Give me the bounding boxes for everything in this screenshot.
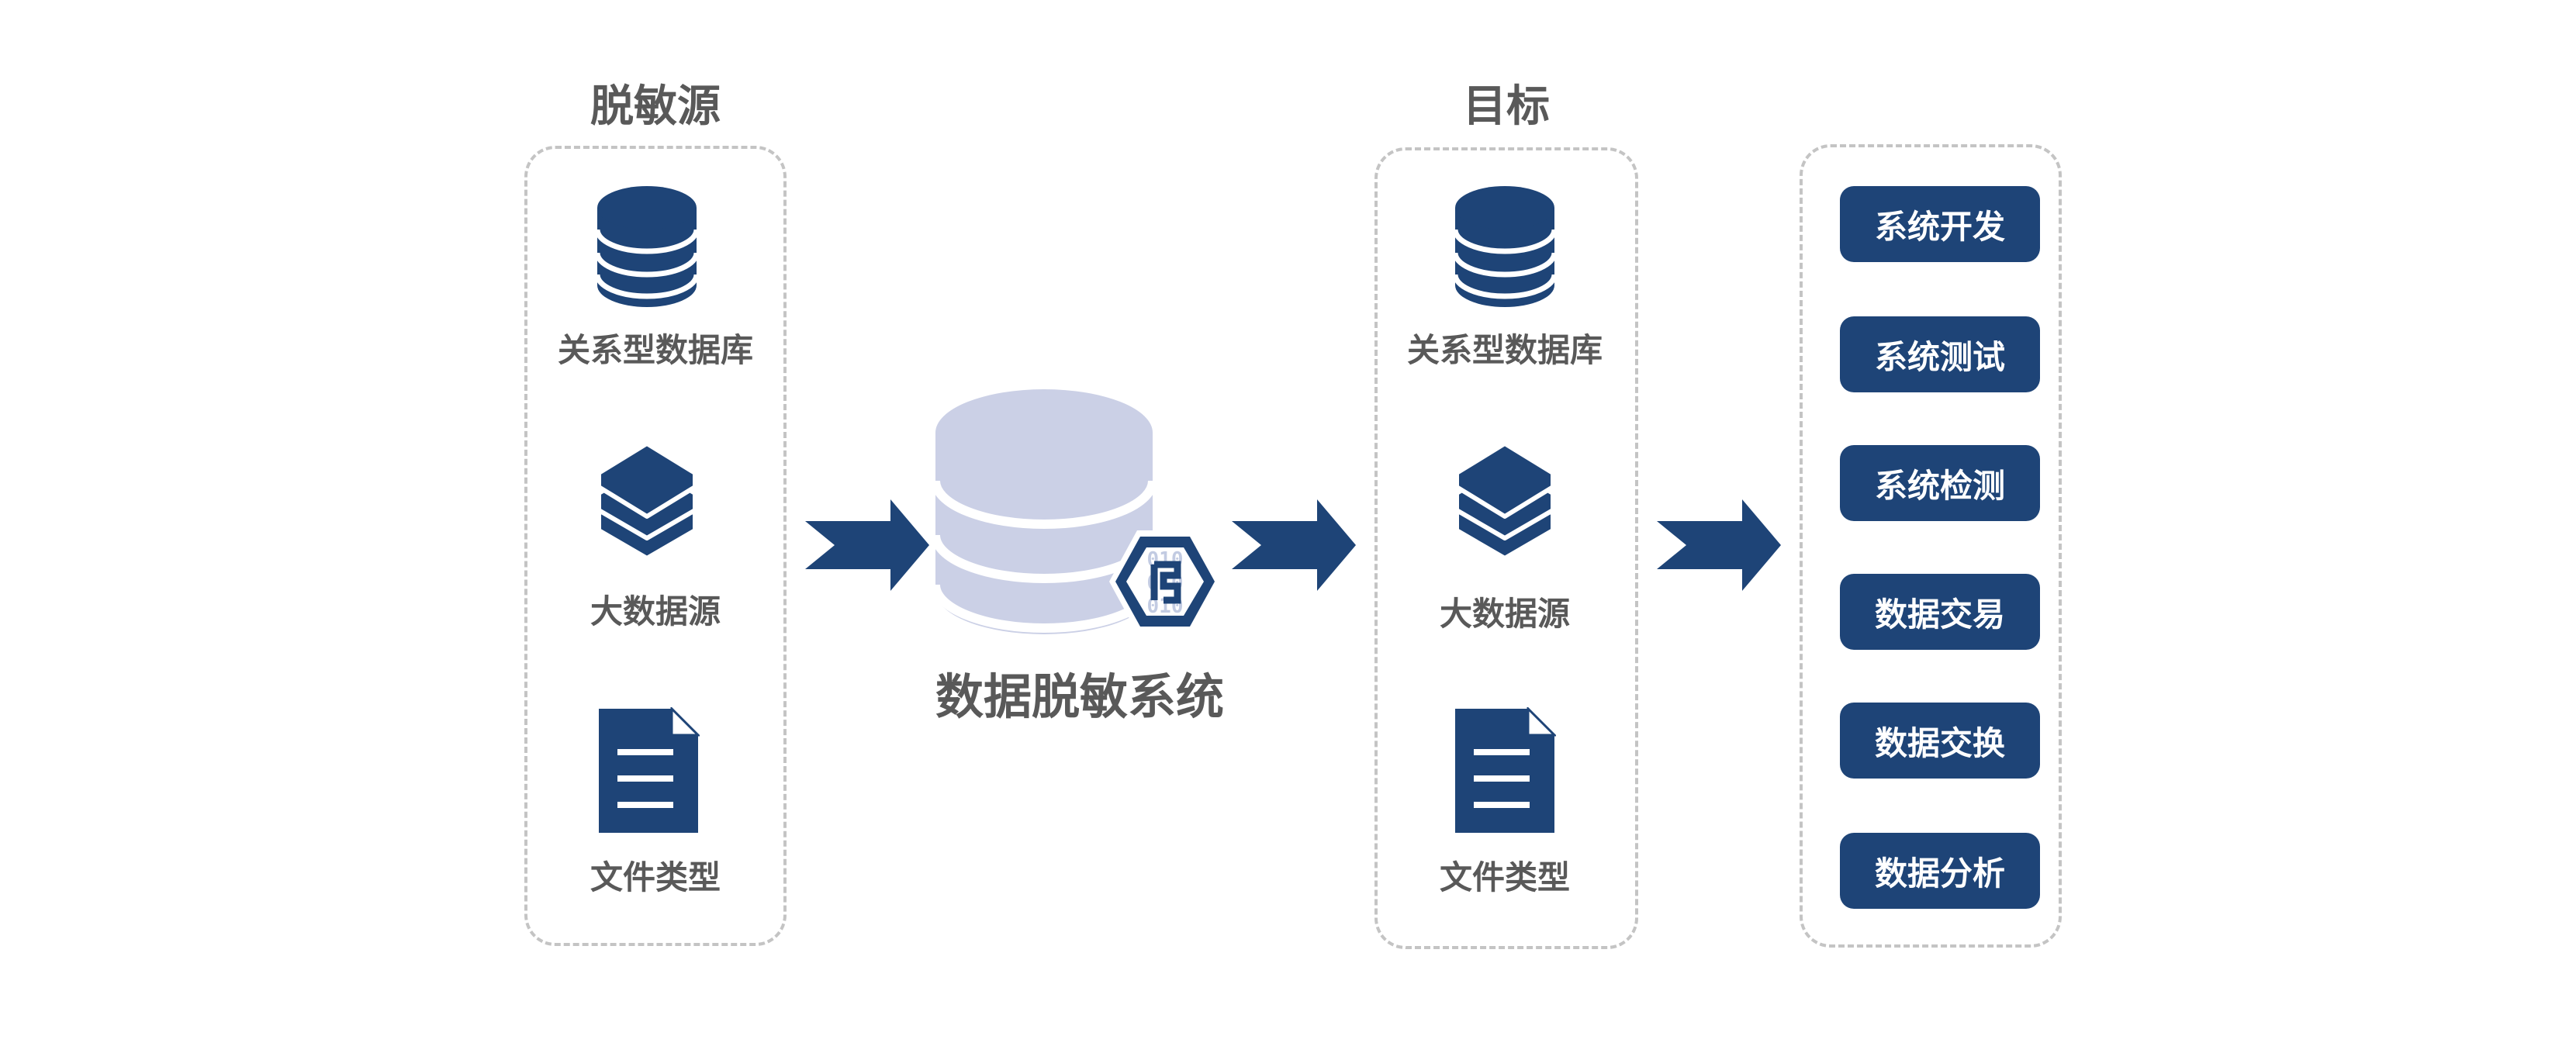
- arrow-right-icon: [1232, 499, 1356, 591]
- source-item-label: 关系型数据库: [557, 331, 754, 369]
- database-icon: [1452, 186, 1558, 307]
- data-analysis-button[interactable]: 数据分析: [1840, 833, 2040, 909]
- usage-panel: [1800, 144, 2062, 948]
- arrow-right-icon: [1657, 499, 1781, 591]
- target-item-label: 关系型数据库: [1406, 331, 1603, 369]
- target-item-label: 文件类型: [1439, 858, 1571, 896]
- target-panel: [1374, 147, 1638, 949]
- arrow-right-icon: [805, 499, 929, 591]
- source-panel-title: 脱敏源: [590, 81, 721, 132]
- source-item-label: 文件类型: [590, 858, 721, 896]
- database-icon: [594, 186, 700, 307]
- system-inspection-button[interactable]: 系统检测: [1840, 445, 2040, 521]
- layers-icon: [1454, 441, 1555, 561]
- system-development-button[interactable]: 系统开发: [1840, 186, 2040, 262]
- database-shield-icon: 010 010 010: [931, 389, 1221, 634]
- layers-icon: [596, 441, 697, 561]
- source-panel: [524, 146, 787, 946]
- source-item-label: 大数据源: [590, 592, 721, 630]
- target-panel-title: 目标: [1463, 81, 1550, 132]
- target-item-label: 大数据源: [1439, 595, 1571, 633]
- data-trading-button[interactable]: 数据交易: [1840, 574, 2040, 650]
- system-label: 数据脱敏系统: [935, 668, 1225, 725]
- document-icon: [599, 707, 700, 833]
- document-icon: [1455, 707, 1556, 833]
- data-exchange-button[interactable]: 数据交换: [1840, 703, 2040, 779]
- system-testing-button[interactable]: 系统测试: [1840, 316, 2040, 392]
